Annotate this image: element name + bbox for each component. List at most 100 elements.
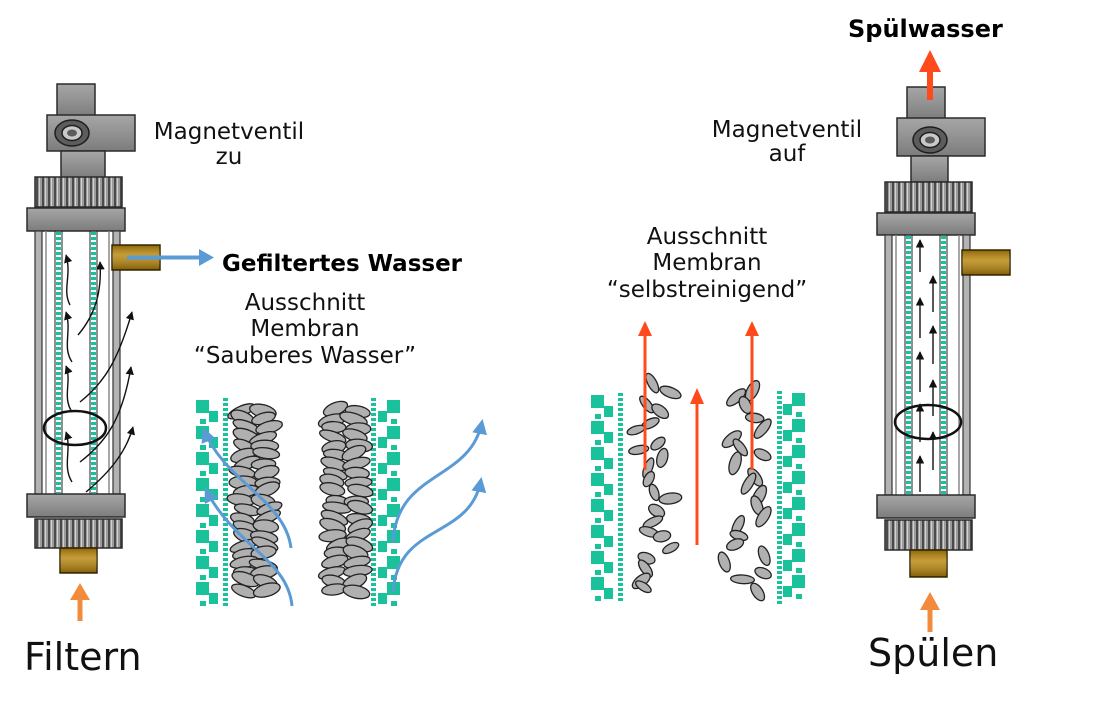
membrane-tube-right-side: [89, 231, 98, 494]
membrane-tooth: [378, 567, 387, 578]
flow-arrow: [77, 261, 105, 336]
membrane-tooth: [792, 471, 805, 484]
lower-union-nut: [884, 519, 973, 551]
membrane-tooth: [796, 568, 802, 573]
membrane-tooth: [595, 596, 601, 601]
rinse-outlet-arrow-head: [919, 50, 941, 72]
rinse-water-outlet-arrow: [919, 50, 941, 100]
feed-inlet-port-shading: [910, 550, 947, 577]
membrane-tooth: [196, 478, 209, 491]
membrane-tooth: [387, 400, 400, 413]
filtration-flow-arrows: [64, 254, 136, 493]
membrane-tooth: [209, 541, 218, 552]
membrane-tooth: [595, 518, 601, 523]
membrane-tooth: [387, 556, 400, 569]
membrane-tooth: [595, 570, 601, 575]
particle-ellipse: [626, 424, 646, 436]
flow-arrow: [79, 366, 134, 463]
membrane-tooth: [792, 523, 805, 536]
membrane-tooth: [595, 414, 601, 419]
solenoid-coil-icon: [912, 126, 948, 154]
membrane-tooth: [378, 515, 387, 526]
particle-ellipse: [662, 541, 680, 555]
coil-center: [925, 136, 935, 144]
detail-marker-ring-filtering: [42, 409, 108, 447]
solenoid-coil-icon: [54, 119, 90, 147]
permeate-flow-arrow: [391, 419, 487, 543]
particle-ellipse: [754, 566, 772, 580]
clean-cutout-label-line1: Ausschnitt: [245, 290, 366, 316]
valve-label-filtering-line2: zu: [216, 144, 243, 170]
membrane-tooth: [595, 544, 601, 549]
rinse-flow-arrow-head: [690, 388, 704, 404]
feed-arrow-head: [70, 583, 90, 600]
membrane-tooth: [796, 516, 802, 521]
valve-lower-pipe: [60, 150, 106, 179]
membrane-tooth: [387, 452, 400, 465]
top-pipe: [56, 83, 96, 118]
membrane-tooth: [391, 419, 397, 424]
membrane-tooth: [783, 534, 792, 545]
flow-arrow: [64, 254, 73, 306]
membrane-tooth: [391, 497, 397, 502]
membrane-tooth: [604, 458, 613, 469]
particle-ellipse: [753, 418, 772, 439]
membrane-tooth: [796, 490, 802, 495]
membrane-tooth: [391, 445, 397, 450]
loose-particles-right: [717, 379, 772, 602]
membrane-tooth: [591, 447, 604, 460]
feed-water-arrow-filtering: [70, 583, 90, 621]
membrane-tooth: [604, 406, 613, 417]
membrane-tube-left-side: [54, 231, 63, 494]
membrane-tooth: [196, 556, 209, 569]
membrane-tooth: [200, 549, 206, 554]
membrane-tooth: [796, 464, 802, 469]
filtered-water-arrow: [127, 249, 214, 266]
feed-arrow-head: [920, 592, 940, 610]
particle-ellipse: [659, 385, 682, 400]
membrane-tooth: [792, 393, 805, 406]
membrane-tooth: [196, 504, 209, 517]
membrane-tooth: [209, 411, 218, 422]
filtrate-outlet-port-shading: [962, 250, 1010, 275]
membrane-tooth: [387, 504, 400, 517]
membrane-tooth: [209, 593, 218, 604]
particle-ellipse: [650, 436, 666, 451]
membrane-tooth: [604, 562, 613, 573]
particle-ellipse: [732, 438, 749, 457]
particle-ellipse: [645, 372, 660, 394]
permeate-flow-arrow: [201, 427, 293, 549]
membrane-tooth: [783, 456, 792, 467]
flow-arrow: [85, 426, 136, 493]
particle-ellipse: [728, 451, 742, 476]
rinse-flow-arrow-head: [745, 321, 759, 336]
feed-inlet-port-shading: [60, 548, 97, 573]
upper-union-nut: [884, 181, 973, 213]
coil-center: [67, 129, 77, 137]
membrane-tooth: [378, 437, 387, 448]
upper-union-nut: [34, 176, 123, 208]
filter-unit-filtering: [26, 83, 161, 574]
membrane-tooth: [591, 395, 604, 408]
membrane-tooth: [200, 523, 206, 528]
particle-ellipse: [635, 580, 652, 594]
membrane-tooth: [196, 452, 209, 465]
membrane-tooth: [209, 463, 218, 474]
membrane-tooth: [378, 463, 387, 474]
lower-flange: [876, 494, 976, 519]
lower-flange: [26, 493, 126, 518]
membrane-tooth: [387, 478, 400, 491]
membrane-tooth: [595, 466, 601, 471]
particle-ellipse: [726, 538, 745, 551]
membrane-tooth: [591, 473, 604, 486]
membrane-tooth: [209, 515, 218, 526]
particle-ellipse: [656, 447, 669, 469]
membrane-tooth: [792, 575, 805, 588]
mode-title-filtering: Filtern: [24, 635, 142, 679]
valve-label-rinsing-line2: auf: [769, 141, 807, 167]
membrane-tooth: [196, 582, 209, 595]
housing-wall-left: [34, 230, 43, 495]
rinse-flow-arrow-head: [638, 321, 652, 336]
particle-ellipse: [755, 505, 772, 528]
membrane-tooth: [796, 412, 802, 417]
